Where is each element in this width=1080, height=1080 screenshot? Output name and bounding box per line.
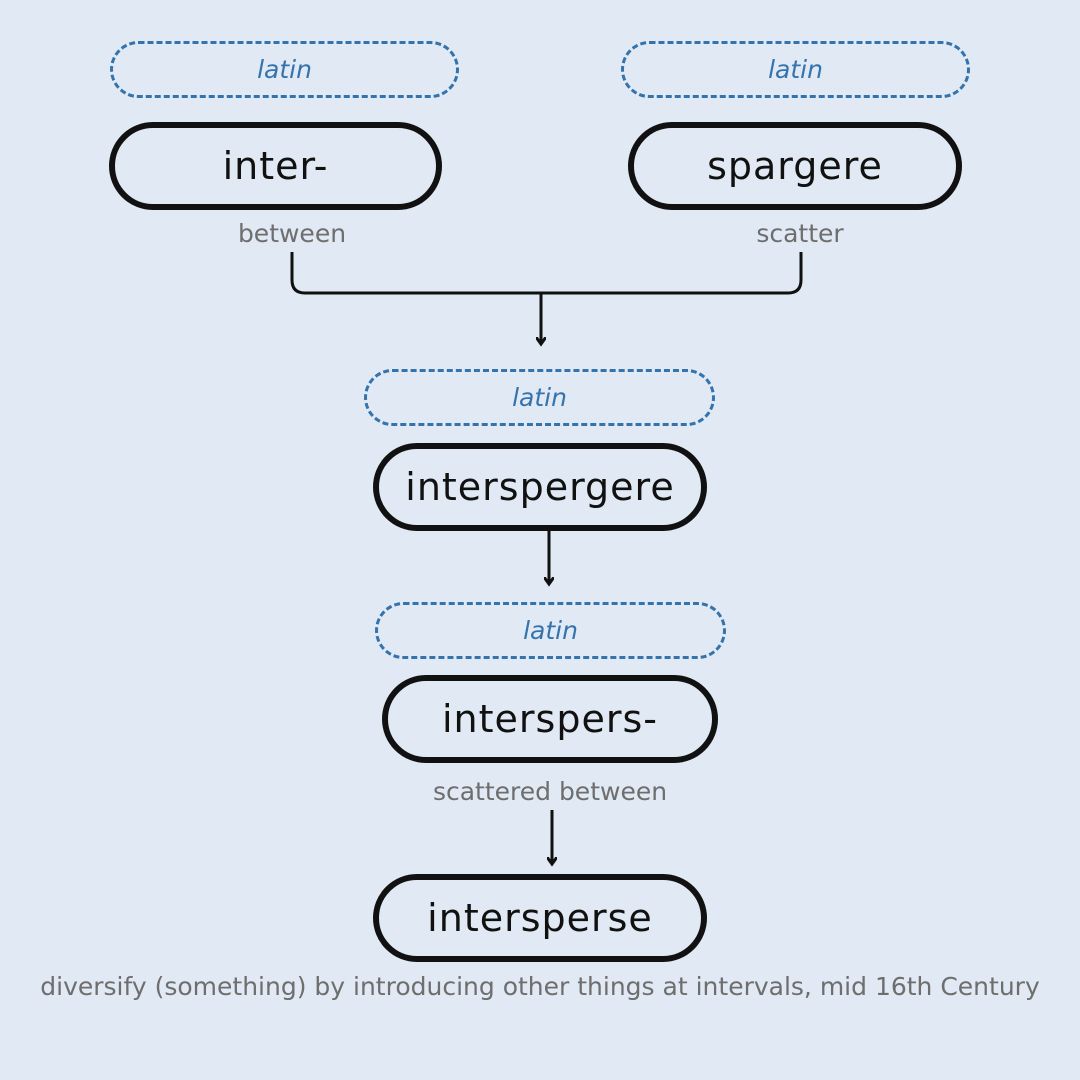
definition-text: diversify (something) by introducing oth… [40,972,1040,1001]
word-box-intersperse: intersperse [373,874,707,962]
word-box-interspers: interspers- [382,675,718,763]
word-box-inter: inter- [109,122,442,210]
language-tag-interspers: latin [375,602,726,659]
merge-bracket [290,252,803,295]
word-box-interspergere: interspergere [373,443,707,531]
gloss-spargere: scatter [756,219,844,248]
gloss-inter: between [237,219,347,248]
gloss-interspers: scattered between [432,777,668,806]
language-tag-interspergere: latin [364,369,715,426]
language-tag-inter: latin [110,41,459,98]
word-box-spargere: spargere [628,122,962,210]
language-tag-spargere: latin [621,41,970,98]
